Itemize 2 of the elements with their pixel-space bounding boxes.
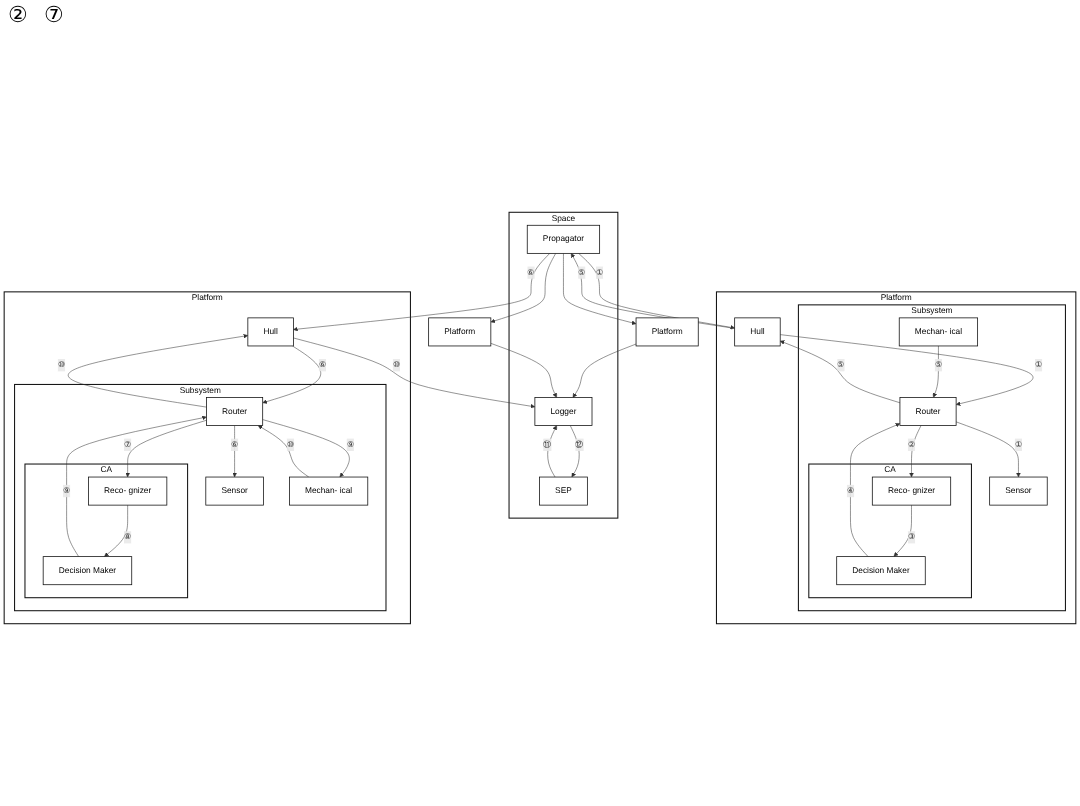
step-number: ② [8, 2, 28, 28]
step-number: ⑦ [44, 2, 64, 28]
